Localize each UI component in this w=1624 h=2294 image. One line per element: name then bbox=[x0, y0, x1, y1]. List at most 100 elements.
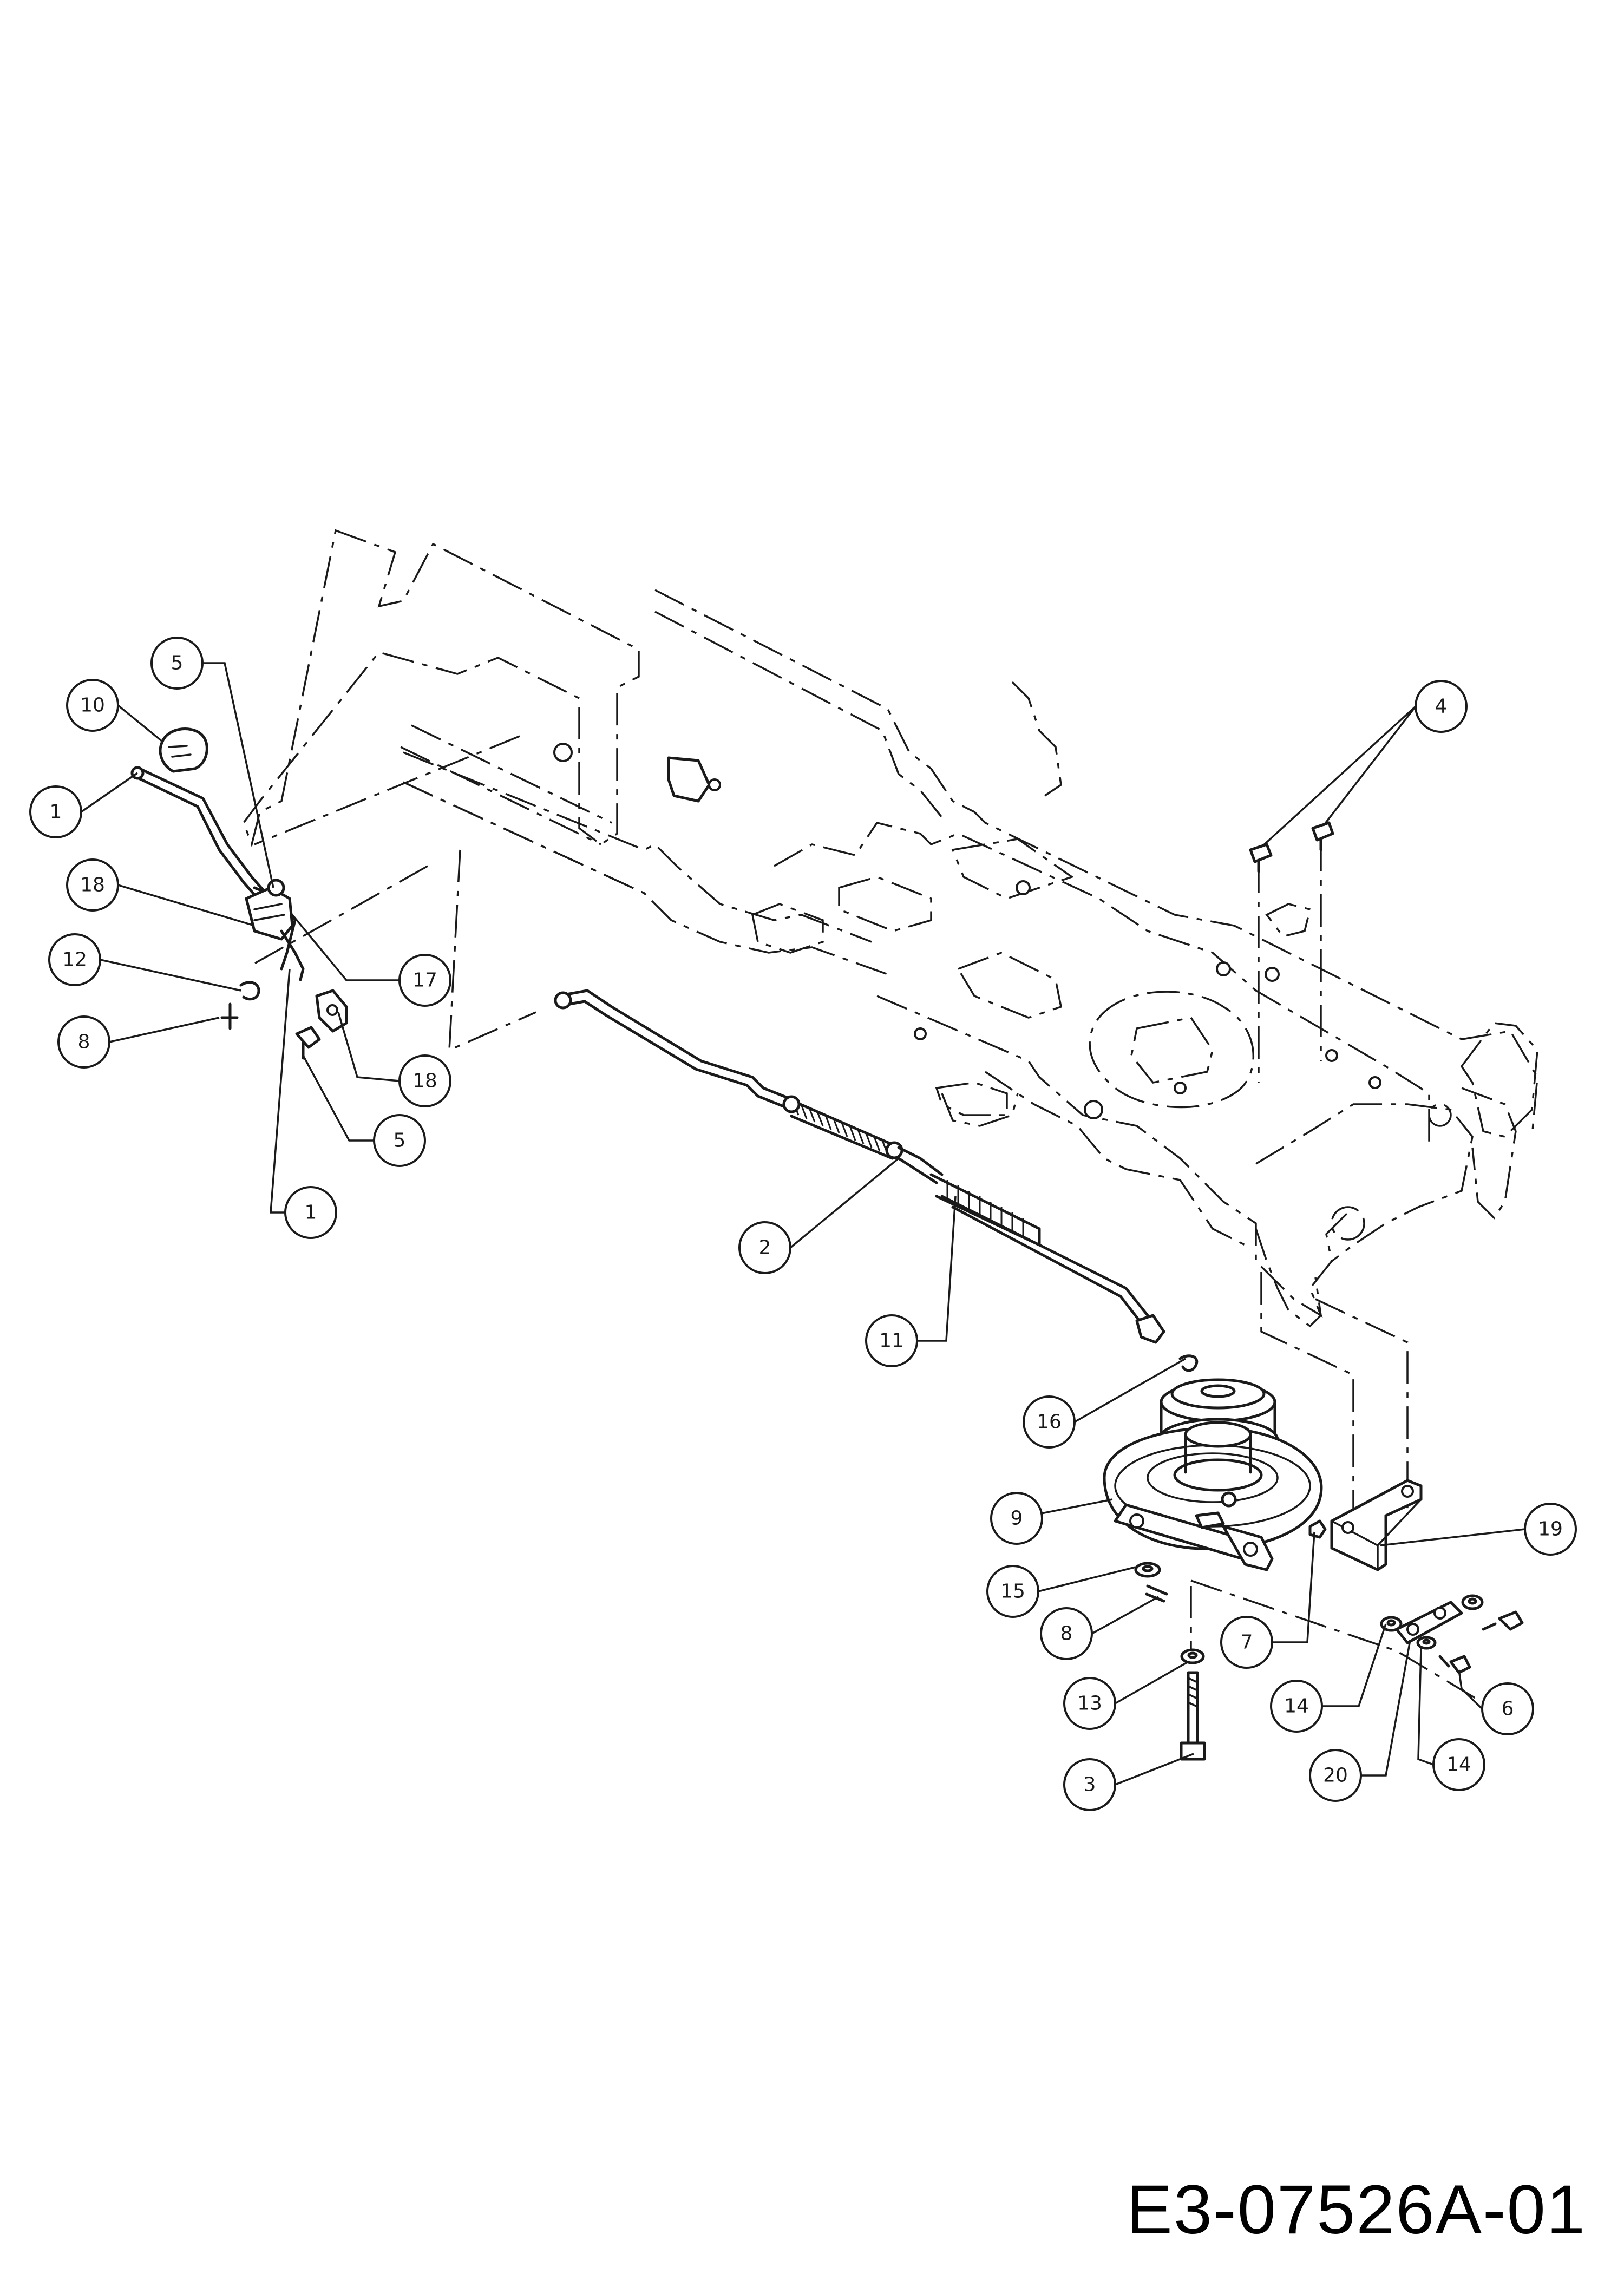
callout-number: 8 bbox=[1060, 1623, 1073, 1645]
bracket-19 bbox=[1330, 1479, 1423, 1571]
callout-number: 18 bbox=[412, 1070, 437, 1092]
callout-20: 20 bbox=[1309, 1749, 1362, 1802]
callout-number: 20 bbox=[1323, 1765, 1348, 1787]
callout-number: 5 bbox=[171, 652, 184, 674]
callout-8: 8 bbox=[57, 1015, 110, 1069]
pivot-bracket-17 bbox=[245, 879, 305, 981]
frame-hole bbox=[1265, 967, 1280, 982]
lever-1 bbox=[130, 766, 297, 971]
frame-right-rail-top bbox=[654, 589, 1538, 1137]
callout-number: 7 bbox=[1241, 1631, 1253, 1654]
washer-14 bbox=[1461, 1594, 1484, 1610]
bolt-6 bbox=[1438, 1655, 1471, 1674]
cotter-pin-8 bbox=[220, 1002, 239, 1030]
knob-10 bbox=[159, 727, 208, 773]
callout-4: 4 bbox=[1415, 680, 1468, 733]
callout-number: 12 bbox=[62, 949, 87, 971]
frame-front-axle-mount bbox=[1255, 1103, 1474, 1262]
callout-number: 1 bbox=[50, 801, 62, 823]
frame-hole bbox=[1016, 880, 1031, 895]
frame-seat-boss bbox=[1089, 991, 1254, 1109]
frame-side-step bbox=[941, 1093, 1019, 1127]
washer-14-lower bbox=[1416, 1636, 1437, 1650]
callout-6: 6 bbox=[1481, 1682, 1534, 1735]
bolt-5 bbox=[295, 1026, 321, 1060]
callout-14: 14 bbox=[1432, 1738, 1485, 1791]
callout-9: 9 bbox=[990, 1492, 1043, 1545]
callout-number: 18 bbox=[80, 874, 105, 896]
callout-number: 2 bbox=[759, 1237, 771, 1259]
callout-number: 17 bbox=[412, 969, 437, 992]
frame-rear-tab-2 bbox=[1011, 681, 1062, 797]
callout-14: 14 bbox=[1270, 1680, 1323, 1733]
cable-11 bbox=[929, 1173, 1165, 1344]
callout-10: 10 bbox=[66, 679, 119, 732]
frame-floor-plate bbox=[774, 822, 1430, 1148]
callout-number: 4 bbox=[1435, 696, 1448, 718]
nut-4 bbox=[1249, 843, 1273, 873]
callout-13: 13 bbox=[1063, 1677, 1116, 1730]
frame-hole bbox=[1084, 1100, 1103, 1119]
frame-left-rail-lower bbox=[403, 751, 888, 975]
callout-18: 18 bbox=[66, 858, 119, 912]
frame-nose-tongue bbox=[1255, 1228, 1322, 1328]
callout-17: 17 bbox=[398, 954, 451, 1007]
frame-step-plate bbox=[1265, 903, 1312, 938]
callout-3: 3 bbox=[1063, 1758, 1116, 1811]
frame-floor-cutout-3 bbox=[957, 952, 1063, 1019]
frame-rear-axle-boss bbox=[1331, 1206, 1365, 1241]
tractor-frame bbox=[243, 529, 1538, 1328]
frame-hole bbox=[914, 1027, 927, 1040]
callout-number: 10 bbox=[80, 694, 105, 717]
callout-12: 12 bbox=[48, 933, 101, 986]
callout-number: 14 bbox=[1284, 1695, 1309, 1718]
callout-18: 18 bbox=[398, 1054, 451, 1107]
callout-8: 8 bbox=[1040, 1607, 1093, 1660]
frame-seat-boss-inner bbox=[1130, 1017, 1214, 1084]
callout-number: 3 bbox=[1084, 1774, 1096, 1796]
frame-right-boss bbox=[1428, 1103, 1452, 1127]
rod-spring bbox=[789, 1098, 895, 1160]
clip-12 bbox=[239, 981, 260, 1001]
frame-left-rail-flange bbox=[400, 724, 645, 894]
bolt-6 bbox=[1482, 1610, 1524, 1631]
callout-7: 7 bbox=[1220, 1616, 1273, 1669]
assembly-guide-lines bbox=[254, 735, 1478, 1701]
frame-front-bracket-right bbox=[1460, 1022, 1538, 1138]
frame-front-skirt-lower bbox=[985, 1071, 1246, 1246]
callout-number: 6 bbox=[1502, 1698, 1514, 1720]
callout-5: 5 bbox=[150, 637, 204, 690]
frame-floor-cutout-2 bbox=[951, 838, 1074, 900]
frame-switch-nub bbox=[708, 778, 721, 791]
bolt-3 bbox=[1180, 1671, 1206, 1761]
link-plate-20 bbox=[1395, 1601, 1463, 1644]
nut-7 bbox=[1308, 1519, 1327, 1539]
frame-rear-tab-1 bbox=[935, 1082, 1008, 1116]
callout-11: 11 bbox=[865, 1314, 918, 1367]
frame-hole bbox=[553, 743, 573, 762]
callout-15: 15 bbox=[986, 1565, 1039, 1618]
frame-hole bbox=[1174, 1082, 1187, 1094]
callout-number: 5 bbox=[394, 1130, 406, 1152]
callout-16: 16 bbox=[1023, 1395, 1076, 1449]
callout-19: 19 bbox=[1524, 1503, 1577, 1556]
frame-right-rail-inner bbox=[654, 611, 943, 818]
clip-16 bbox=[1178, 1354, 1199, 1372]
callout-1: 1 bbox=[284, 1186, 337, 1239]
callout-5: 5 bbox=[373, 1114, 426, 1167]
nut-4 bbox=[1311, 821, 1334, 851]
frame-front-right-hook bbox=[1461, 1087, 1517, 1220]
callout-2: 2 bbox=[738, 1221, 791, 1274]
frame-front-skirt bbox=[876, 995, 1354, 1318]
callout-number: 1 bbox=[305, 1202, 317, 1224]
diagram-code: E3-07526A-01 bbox=[1126, 2171, 1586, 2249]
callout-1: 1 bbox=[29, 785, 82, 838]
frame-rear-tab-3 bbox=[751, 903, 824, 954]
callout-number: 15 bbox=[1000, 1581, 1025, 1603]
callout-number: 11 bbox=[879, 1330, 904, 1352]
washer-15 bbox=[1134, 1562, 1161, 1578]
pto-clutch-9 bbox=[1103, 1378, 1323, 1571]
washer-14 bbox=[1380, 1616, 1403, 1632]
frame-switch-block bbox=[667, 756, 711, 803]
